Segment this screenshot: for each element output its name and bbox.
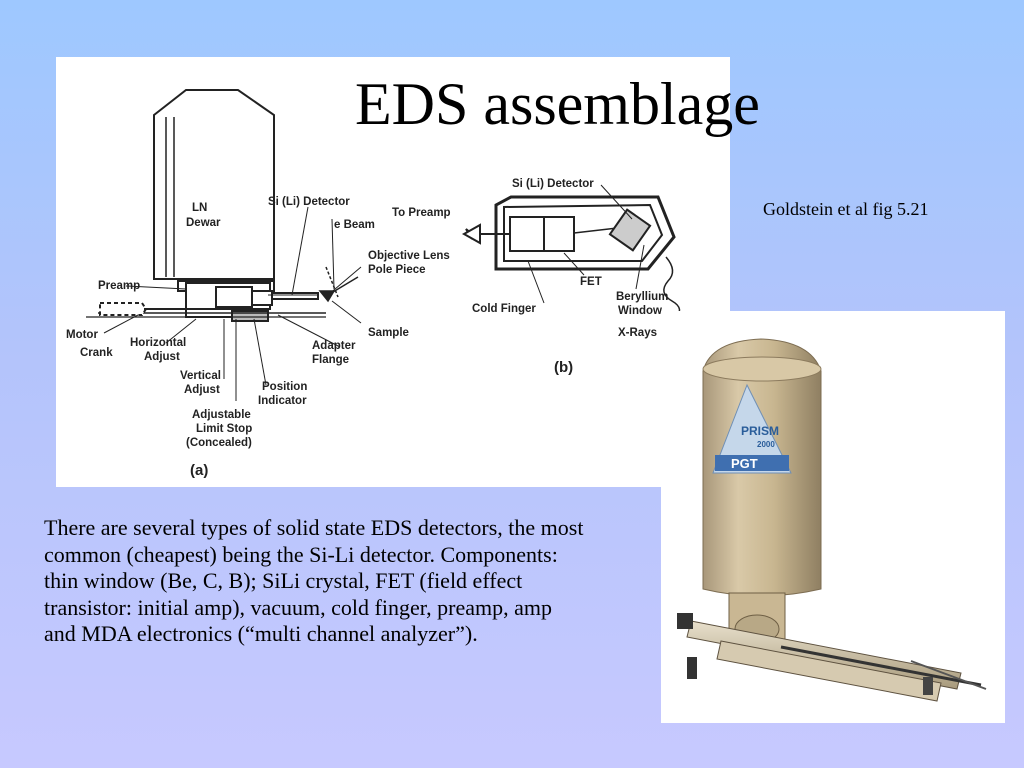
label-position-indicator: Indicator — [258, 395, 307, 407]
caption-a: (a) — [190, 462, 208, 479]
label-e-beam: e Beam — [334, 219, 375, 231]
label-motor: Motor — [66, 329, 98, 341]
slide-rail — [677, 613, 987, 702]
eds-diagram-figure: LN Dewar Preamp Si (Li) Detector e Beam … — [56, 57, 730, 487]
label-beryllium: Beryllium — [616, 291, 668, 303]
body-paragraph: There are several types of solid state E… — [44, 515, 584, 646]
beam-and-pole-piece — [318, 266, 359, 303]
label-cold-finger: Cold Finger — [472, 303, 536, 315]
label-horizontal-adjust: Adjust — [144, 351, 180, 363]
label-vertical-adjust: Adjust — [184, 384, 220, 396]
label-window: Window — [618, 305, 662, 317]
brand-prism: PRISM — [741, 424, 779, 438]
slide-title: EDS assemblage — [355, 71, 760, 137]
adjust-knob-icon — [677, 613, 693, 629]
label-adjustable: Adjustable — [192, 409, 251, 421]
label-vertical: Vertical — [180, 370, 221, 382]
caption-b: (b) — [554, 359, 573, 376]
label-position: Position — [262, 381, 307, 393]
crank-handle-icon — [687, 657, 697, 679]
label-pole-piece: Pole Piece — [368, 264, 426, 276]
label-dewar: Dewar — [186, 217, 221, 229]
brand-pgt: PGT — [731, 456, 758, 471]
label-x-rays: X-Rays — [618, 327, 657, 339]
label-horizontal: Horizontal — [130, 337, 186, 349]
label-si-li-detector-b: Si (Li) Detector — [512, 178, 594, 190]
brand-2000: 2000 — [757, 440, 775, 449]
label-preamp-a: Preamp — [98, 280, 140, 292]
label-sample: Sample — [368, 327, 409, 339]
label-limit-stop: Limit Stop — [196, 423, 252, 435]
label-flange: Flange — [312, 354, 349, 366]
label-to-preamp: To Preamp — [392, 207, 451, 219]
label-concealed: (Concealed) — [186, 437, 252, 449]
label-fet: FET — [580, 276, 602, 288]
detector-photo-svg: PRISM 2000 PGT — [677, 338, 987, 702]
pgt-logo-icon: PGT — [715, 455, 789, 471]
label-adapter: Adapter — [312, 340, 356, 352]
detector-photo: PRISM 2000 PGT — [661, 311, 1005, 723]
diagram-a-leader-lines — [103, 206, 362, 401]
label-objective-lens: Objective Lens — [368, 250, 450, 262]
figure-citation: Goldstein et al fig 5.21 — [763, 199, 929, 219]
label-si-li-detector-a: Si (Li) Detector — [268, 196, 350, 208]
label-ln: LN — [192, 202, 207, 214]
label-crank: Crank — [80, 347, 113, 359]
detector-cross-section — [461, 195, 681, 320]
ln-dewar-drawing — [86, 89, 326, 322]
eds-diagram-svg: LN Dewar Preamp Si (Li) Detector e Beam … — [66, 89, 681, 479]
diagram-b-leader-lines — [527, 184, 645, 304]
